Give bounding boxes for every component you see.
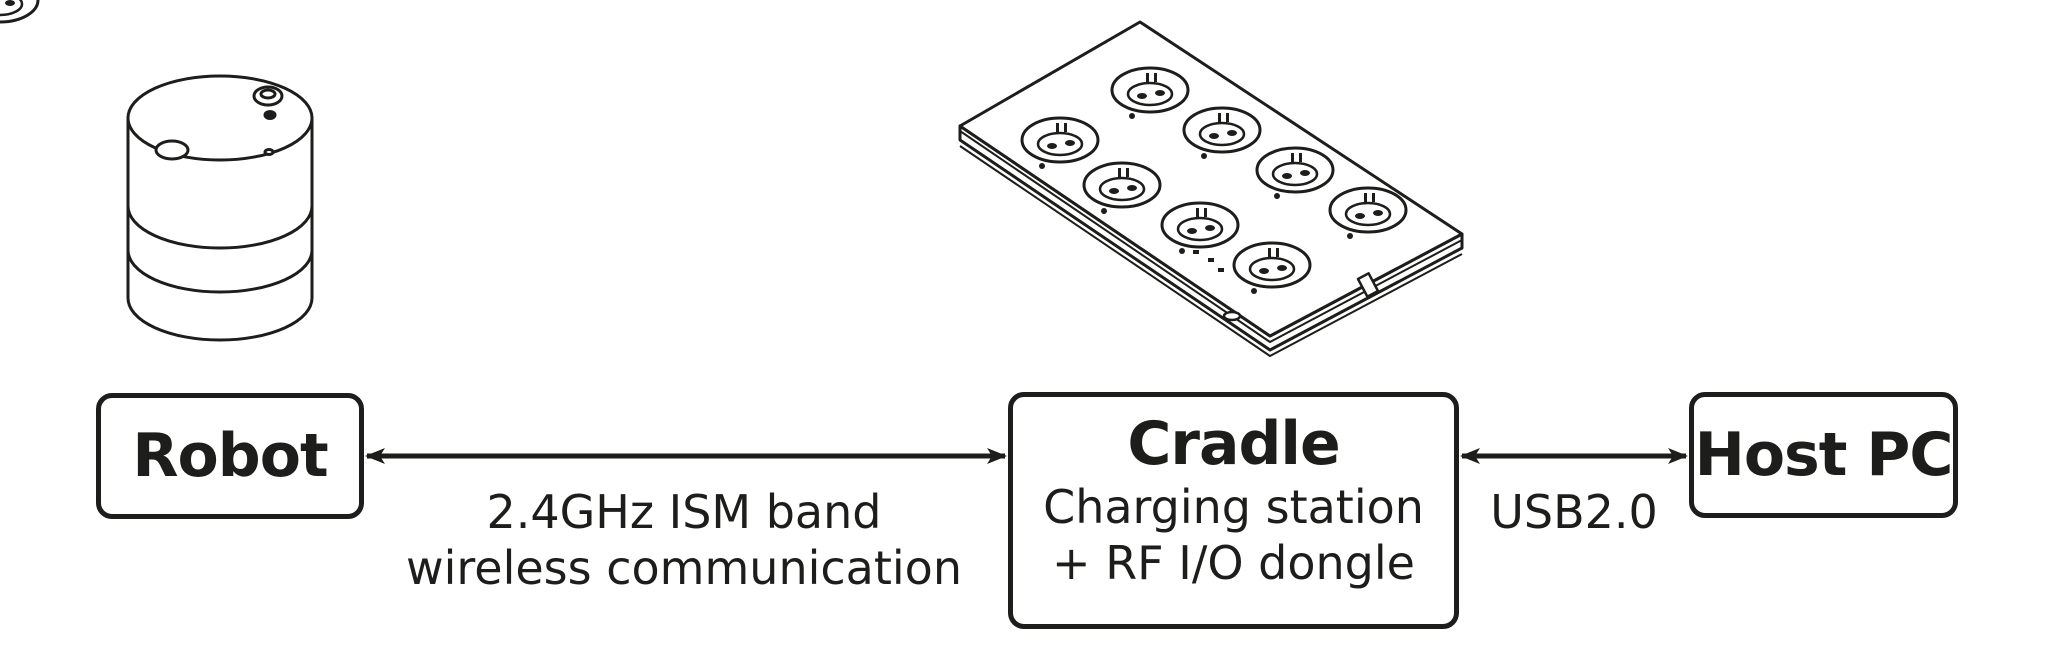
wireless-label-line1: 2.4GHz ISM band	[486, 485, 882, 539]
robot-node: Robot	[96, 393, 364, 519]
cradle-illustration	[0, 0, 1464, 357]
host-pc-node: Host PC	[1689, 392, 1958, 518]
wireless-label-line2: wireless communication	[406, 541, 962, 595]
cradle-subtitle-line1: Charging station	[1043, 480, 1424, 534]
robot-illustration	[126, 74, 314, 342]
cradle-label: Cradle	[1127, 409, 1340, 479]
cradle-subtitle-line2: + RF I/O dongle	[1052, 536, 1415, 590]
wireless-link-label: 2.4GHz ISM band wireless communication	[384, 484, 984, 596]
robot-label: Robot	[132, 421, 328, 491]
cradle-node: Cradle Charging station + RF I/O dongle	[1008, 392, 1459, 629]
host-pc-label: Host PC	[1694, 420, 1954, 490]
usb-link-label: USB2.0	[1490, 485, 1658, 539]
